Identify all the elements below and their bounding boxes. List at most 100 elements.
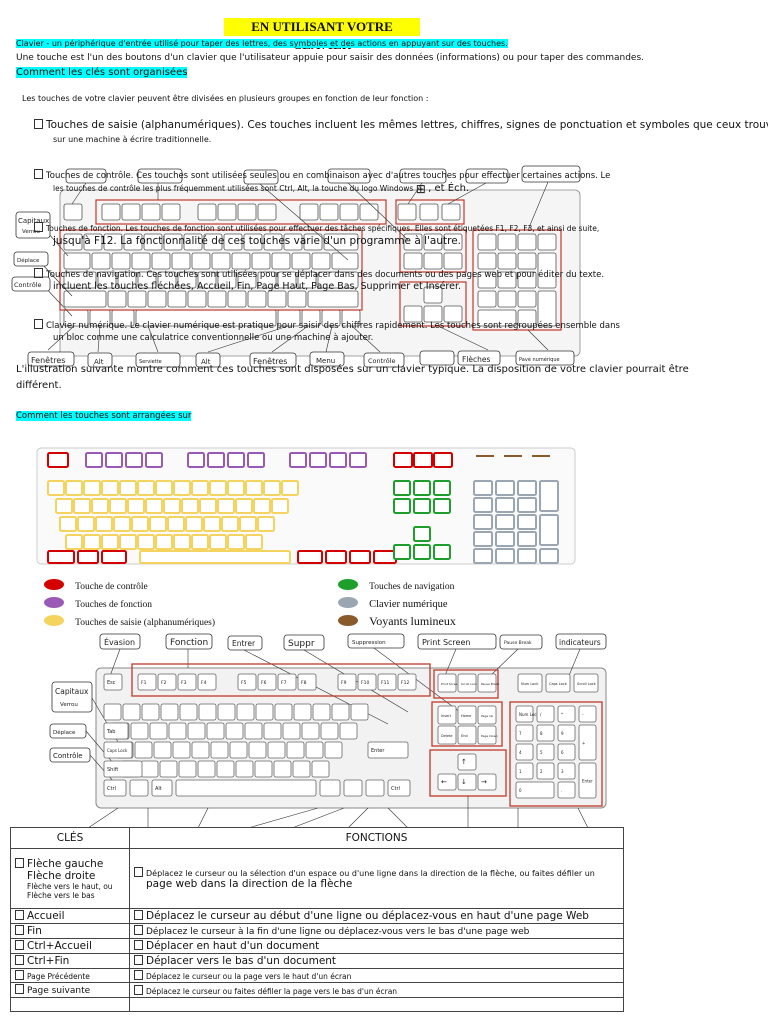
numpad-key-label: 7	[519, 731, 522, 736]
label-fenetres: Fenêtres	[31, 355, 65, 365]
typing-key	[187, 722, 206, 740]
pause-key-label: Pause Break	[481, 682, 500, 686]
label-serviette: Serviette	[139, 359, 162, 365]
keyboard-diagram-top: Capitaux Verrou Déplace Contrôle Fenêtre…	[11, 165, 581, 368]
navigation-key	[413, 498, 431, 514]
numpad-key-label: *	[561, 712, 563, 717]
typing-key	[227, 534, 245, 550]
f10-key-label: F10	[361, 680, 369, 686]
typing-key	[235, 760, 254, 778]
typing-key	[292, 760, 311, 778]
groups-intro: Les touches de votre clavier peuvent êtr…	[22, 94, 429, 103]
function-cell: Déplacez le curseur ou faites défiler la…	[129, 982, 624, 998]
enter-key-label: Enter	[371, 748, 385, 754]
typing-key	[113, 516, 131, 532]
f6-key	[257, 673, 277, 691]
navigation-key	[433, 544, 451, 560]
enter-key	[367, 741, 409, 759]
bullet-box-icon	[34, 169, 43, 179]
arrow-up-key-label: ↑	[461, 758, 467, 766]
typing-key	[130, 722, 149, 740]
arrow-down-key	[457, 773, 477, 791]
bullet-box-icon	[15, 910, 24, 920]
numpad-key	[536, 743, 555, 761]
bullet-box-icon	[34, 319, 43, 329]
callout-suppression: Suppression	[352, 640, 386, 646]
table-row: Ctrl+Accueil Déplacer en haut d'un docum…	[10, 938, 624, 954]
typing-key	[137, 534, 155, 550]
f1-key	[137, 673, 157, 691]
typing-key	[263, 722, 282, 740]
typing-key	[101, 480, 119, 496]
typing-key	[236, 703, 255, 721]
bullet-box-icon	[134, 984, 143, 995]
numpad-key	[517, 548, 537, 564]
typing-key	[209, 480, 227, 496]
f5-key	[237, 673, 257, 691]
typing-key	[324, 741, 343, 759]
typing-key	[235, 498, 253, 514]
bullet-box-icon	[134, 955, 143, 965]
numpad-key	[536, 724, 555, 742]
ctrl-key	[103, 779, 127, 797]
function-key	[125, 452, 143, 468]
bullet-box-icon	[34, 268, 43, 278]
bullet-box-icon	[34, 222, 43, 232]
navigation-key	[393, 480, 411, 496]
numpad-key	[539, 548, 559, 564]
typing-key	[140, 760, 159, 778]
typing-key	[216, 760, 235, 778]
label-verrou: Verrou	[22, 229, 40, 235]
keys-cell: Fin	[10, 923, 130, 939]
red-dot-icon	[44, 579, 64, 590]
numpad-key	[515, 705, 534, 723]
numpad-key-label: .	[561, 788, 562, 793]
function-cell: Déplacez le curseur ou la sélection d'un…	[129, 848, 624, 909]
pause-key	[477, 673, 497, 693]
bullet-box-icon	[15, 984, 24, 994]
document-title: EN UTILISANT VOTRE CLAVIER	[224, 18, 420, 52]
f7-key-label: F7	[281, 680, 287, 686]
shift-key	[103, 760, 143, 778]
windows-logo-icon: ⊞	[415, 182, 426, 196]
typing-key	[173, 480, 191, 496]
typing-key	[229, 741, 248, 759]
home-key-label: Home	[461, 714, 471, 718]
numpad-key	[495, 548, 515, 564]
section-heading: Comment les clés sont organisées	[16, 67, 188, 78]
scroll-lock-indicator	[573, 673, 599, 693]
shift-key-label: Shift	[107, 767, 118, 773]
arrow-down-key-label: ↓	[461, 778, 467, 786]
numpad-key	[517, 514, 537, 530]
keys-cell: Accueil	[10, 908, 130, 924]
scroll-lock-indicator-label: Scroll Lock	[577, 682, 597, 686]
control-key	[297, 550, 323, 564]
typing-key	[73, 498, 91, 514]
typing-key	[191, 480, 209, 496]
function-key	[289, 452, 307, 468]
keys-cell: Ctrl+Accueil	[10, 938, 130, 954]
arranged-heading: Comment les touches sont arrangées sur	[16, 411, 192, 421]
typing-key	[191, 534, 209, 550]
numpad-key	[557, 724, 576, 742]
numpad-key	[517, 480, 537, 496]
function-key	[207, 452, 225, 468]
numpad-key-label: +	[582, 741, 585, 746]
numpad-key-label: /	[540, 712, 542, 717]
typing-key	[273, 760, 292, 778]
label-alt-2: Alt	[201, 358, 211, 366]
arrow-right-key-label: →	[481, 778, 487, 786]
typing-key	[301, 722, 320, 740]
bullet-box-icon	[134, 925, 143, 935]
keyboard-definition: Clavier - un périphérique d'entrée utili…	[16, 39, 508, 48]
typing-key	[160, 703, 179, 721]
f10-key	[357, 673, 377, 691]
f8-key-label: F8	[301, 680, 307, 686]
keys-cell: Flèche gauche Flèche droite Flèche vers …	[10, 848, 130, 909]
page-down-key-label: Page Down	[481, 734, 498, 738]
callout-capitaux: Capitaux	[55, 687, 89, 696]
f5-key-label: F5	[241, 680, 247, 686]
page-up-key	[477, 705, 497, 725]
numpad-key	[557, 781, 576, 799]
bullet-box-icon	[134, 910, 143, 920]
